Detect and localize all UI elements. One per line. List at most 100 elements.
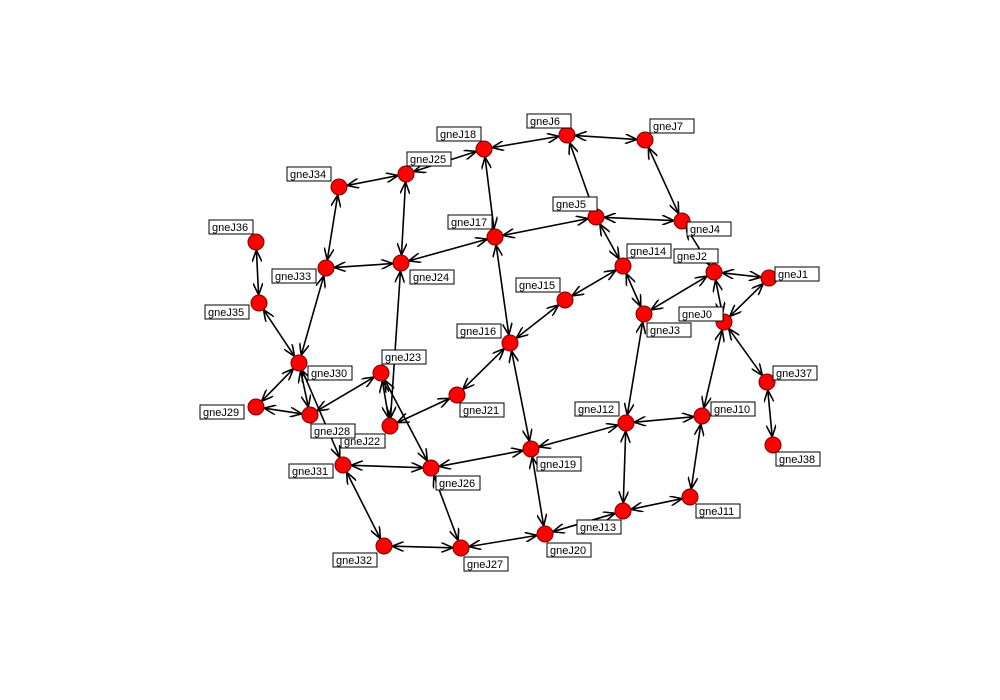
node-label-gneJ15: gneJ15 [515, 277, 561, 293]
node-gneJ2[interactable] [705, 263, 723, 281]
label-box [772, 365, 818, 381]
label-text: gneJ30 [311, 368, 347, 380]
node-label-gneJ2: gneJ2 [673, 248, 719, 264]
node-gneJ35[interactable] [250, 294, 268, 312]
node-gneJ24[interactable] [392, 254, 410, 272]
edge-gneJ2-gneJ1 [723, 273, 760, 277]
label-text: gneJ32 [336, 555, 372, 567]
label-box [288, 463, 334, 479]
label-text: gneJ5 [556, 199, 586, 211]
node-gneJ33[interactable] [317, 259, 335, 277]
node-gneJ36[interactable] [247, 233, 265, 251]
edge-gneJ22-gneJ21 [398, 399, 449, 422]
node-gneJ4[interactable] [673, 212, 691, 230]
label-text: gneJ36 [212, 222, 248, 234]
node-gneJ17[interactable] [486, 228, 504, 246]
node-gneJ34[interactable] [330, 178, 348, 196]
edge-gneJ17-gneJ24 [410, 239, 487, 260]
label-text: gneJ26 [439, 478, 475, 490]
node-gneJ21[interactable] [448, 386, 466, 404]
node-label-gneJ33: gneJ33 [271, 268, 317, 284]
node-label-gneJ25: gneJ25 [406, 151, 452, 167]
edge-gneJ19-gneJ26 [440, 451, 522, 467]
node-gneJ15[interactable] [556, 291, 574, 309]
edge-gneJ28-gneJ23 [318, 378, 374, 411]
label-box [435, 475, 481, 491]
label-box [646, 322, 692, 338]
node-gneJ16[interactable] [501, 334, 519, 352]
label-box [552, 196, 598, 212]
node-label-gneJ37: gneJ37 [772, 365, 818, 381]
node-gneJ30[interactable] [290, 354, 308, 372]
node-gneJ20[interactable] [536, 525, 554, 543]
label-text: gneJ19 [540, 459, 576, 471]
label-text: gneJ35 [208, 307, 244, 319]
node-label-gneJ13: gneJ13 [576, 519, 622, 535]
edge-gneJ5-gneJ17 [504, 219, 587, 236]
node-gneJ29[interactable] [247, 398, 265, 416]
node-label-gneJ23: gneJ23 [381, 349, 427, 365]
node-gneJ23[interactable] [372, 364, 390, 382]
node-gneJ25[interactable] [397, 165, 415, 183]
edge-gneJ2-gneJ3 [652, 277, 707, 310]
node-gneJ38[interactable] [764, 436, 782, 454]
edge-gneJ17-gneJ16 [496, 246, 508, 334]
label-text: gneJ3 [650, 325, 680, 337]
label-box [436, 126, 482, 142]
node-gneJ3[interactable] [635, 305, 653, 323]
label-text: gneJ10 [714, 404, 750, 416]
label-text: gneJ31 [292, 466, 328, 478]
edge-gneJ10-gneJ11 [691, 425, 700, 488]
label-box [204, 304, 250, 320]
node-gneJ6[interactable] [558, 126, 576, 144]
node-label-gneJ1: gneJ1 [774, 266, 820, 282]
label-text: gneJ4 [690, 224, 720, 236]
node-gneJ28[interactable] [301, 406, 319, 424]
node-gneJ31[interactable] [334, 456, 352, 474]
node-label-gneJ16: gneJ16 [456, 323, 502, 339]
node-gneJ13[interactable] [614, 502, 632, 520]
label-box [286, 166, 332, 182]
node-label-gneJ10: gneJ10 [710, 401, 756, 417]
node-label-gneJ32: gneJ32 [332, 552, 378, 568]
node-label-gneJ6: gneJ6 [526, 113, 572, 129]
edge-gneJ16-gneJ19 [512, 352, 530, 440]
node-gneJ22[interactable] [381, 417, 399, 435]
label-box [406, 151, 452, 167]
node-gneJ26[interactable] [422, 459, 440, 477]
node-label-gneJ21: gneJ21 [459, 402, 505, 418]
label-box [649, 118, 695, 134]
edge-gneJ33-gneJ30 [301, 277, 323, 355]
node-label-gneJ36: gneJ36 [208, 219, 254, 235]
node-gneJ32[interactable] [375, 537, 393, 555]
label-text: gneJ20 [550, 545, 586, 557]
node-gneJ11[interactable] [681, 488, 699, 506]
node-gneJ14[interactable] [614, 257, 632, 275]
node-label-gneJ31: gneJ31 [288, 463, 334, 479]
node-label-gneJ38: gneJ38 [775, 451, 821, 467]
edge-gneJ25-gneJ34 [348, 176, 397, 186]
label-text: gneJ17 [451, 217, 487, 229]
edge-gneJ19-gneJ20 [532, 458, 543, 525]
node-gneJ27[interactable] [452, 539, 470, 557]
node-gneJ19[interactable] [522, 440, 540, 458]
node-label-gneJ0: gneJ0 [678, 306, 724, 322]
node-gneJ7[interactable] [636, 131, 654, 149]
edge-gneJ14-gneJ15 [573, 271, 615, 296]
node-gneJ10[interactable] [693, 407, 711, 425]
edge-gneJ0-gneJ37 [729, 329, 762, 374]
node-gneJ37[interactable] [758, 373, 776, 391]
edge-gneJ28-gneJ30 [301, 372, 308, 406]
node-gneJ18[interactable] [475, 140, 493, 158]
label-box [526, 113, 572, 129]
node-label-gneJ19: gneJ19 [536, 456, 582, 472]
label-text: gneJ27 [467, 559, 503, 571]
edge-gneJ28-gneJ29 [265, 408, 301, 413]
node-label-gneJ11: gneJ11 [695, 503, 741, 519]
node-gneJ12[interactable] [617, 414, 635, 432]
edge-gneJ5-gneJ14 [600, 225, 618, 258]
edge-gneJ10-gneJ0 [704, 331, 722, 407]
node-label-gneJ17: gneJ17 [447, 214, 493, 230]
edge-gneJ1-gneJ0 [730, 284, 762, 315]
